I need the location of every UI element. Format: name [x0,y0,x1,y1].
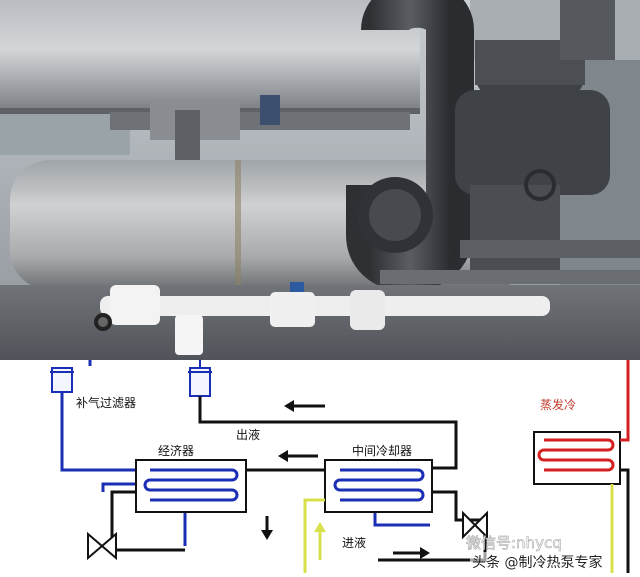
economizer-label: 经济器 [158,444,195,458]
refrigeration-schematic: 补气过滤器 经济器 中间冷却器 出液 进液 蒸发冷 微信号:nhycq 头条 @… [0,360,640,573]
liquid-out-label: 出液 [236,428,261,442]
flow-arrows [261,400,430,559]
economizer-box [135,459,247,513]
expansion-valve-right [462,510,488,540]
blue-gas-line [60,360,430,546]
filter-label: 补气过滤器 [76,396,137,410]
schematic-lines [50,360,630,573]
toutiao-watermark: 头条 @制冷热泵专家 [470,552,605,572]
yellow-feed-line [303,484,614,573]
filter-canister-left [50,367,74,393]
expansion-valve-left [87,531,117,561]
up-arrow-yellow [314,522,326,560]
filter-canister-right [188,360,212,397]
equipment-photo [0,0,640,360]
intercooler-box [324,459,433,513]
evaporative-condenser-box [533,360,630,573]
intercooler-label: 中间冷却器 [352,444,413,458]
wechat-watermark: 微信号:nhycq [466,534,562,553]
evaporator-label: 蒸发冷 [540,398,577,412]
liquid-in-label: 进液 [342,536,367,550]
